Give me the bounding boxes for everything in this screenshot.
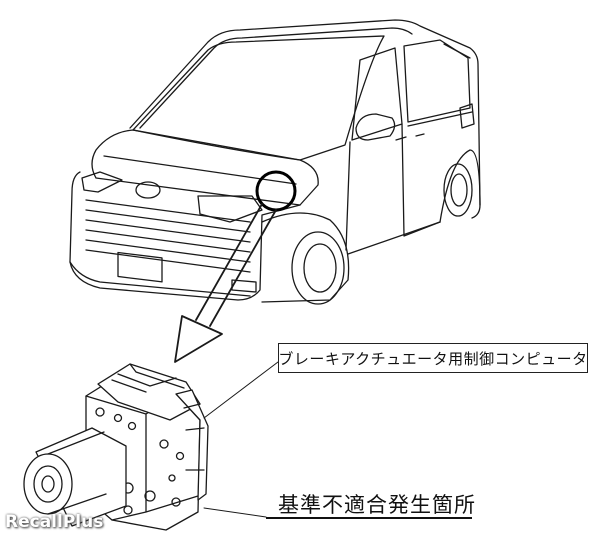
actuator-motor: [23, 427, 127, 527]
watermark-logo: RecallPlus: [5, 512, 104, 532]
vehicle-left-headlight: [81, 171, 123, 193]
component-callout-box: ブレーキアクチュエータ用制御コンピュータ: [278, 343, 588, 373]
vehicle-grille: [85, 199, 251, 283]
actuator-ecu-housing: [175, 389, 209, 501]
vehicle-door-handle: [395, 133, 425, 141]
pointer-arrow: [174, 203, 277, 363]
defect-leader-line: [203, 507, 267, 518]
vehicle-door-line: [345, 123, 441, 251]
vehicle-roof-inner: [139, 27, 413, 129]
vehicle-side-mirror: [355, 113, 396, 141]
actuator-unit-drawing: [23, 363, 209, 531]
vehicle-front-wheel: [261, 212, 350, 305]
actuator-block-edge: [85, 393, 199, 521]
vehicle-roof: [129, 19, 481, 219]
vehicle-windshield: [132, 35, 385, 161]
vehicle-front-fascia: [69, 171, 301, 301]
defect-label-underline: [266, 517, 472, 519]
vehicle-rocker: [347, 221, 441, 255]
actuator-ports: [95, 407, 185, 515]
vehicle-rear-quarter: [443, 43, 471, 59]
callout-leader-line: [203, 361, 279, 419]
component-callout-label: ブレーキアクチュエータ用制御コンピュータ: [278, 349, 588, 368]
vehicle-rear-side-window: [403, 39, 471, 123]
vehicle-front-side-window: [351, 47, 403, 141]
vehicle-right-headlight: [197, 195, 263, 223]
vehicle-rear-light: [459, 103, 475, 129]
defect-location-label: 基準不適合発生箇所: [278, 493, 476, 517]
vehicle-rear-wheel: [439, 149, 481, 223]
vehicle-sliding-door-rail: [407, 111, 473, 127]
vehicle-hood: [91, 129, 319, 206]
vehicle-lower-bumper: [69, 261, 251, 297]
vehicle-emblem: [135, 181, 161, 199]
vehicle-hood-crease: [103, 155, 297, 185]
vehicle-drawing: [69, 19, 481, 305]
